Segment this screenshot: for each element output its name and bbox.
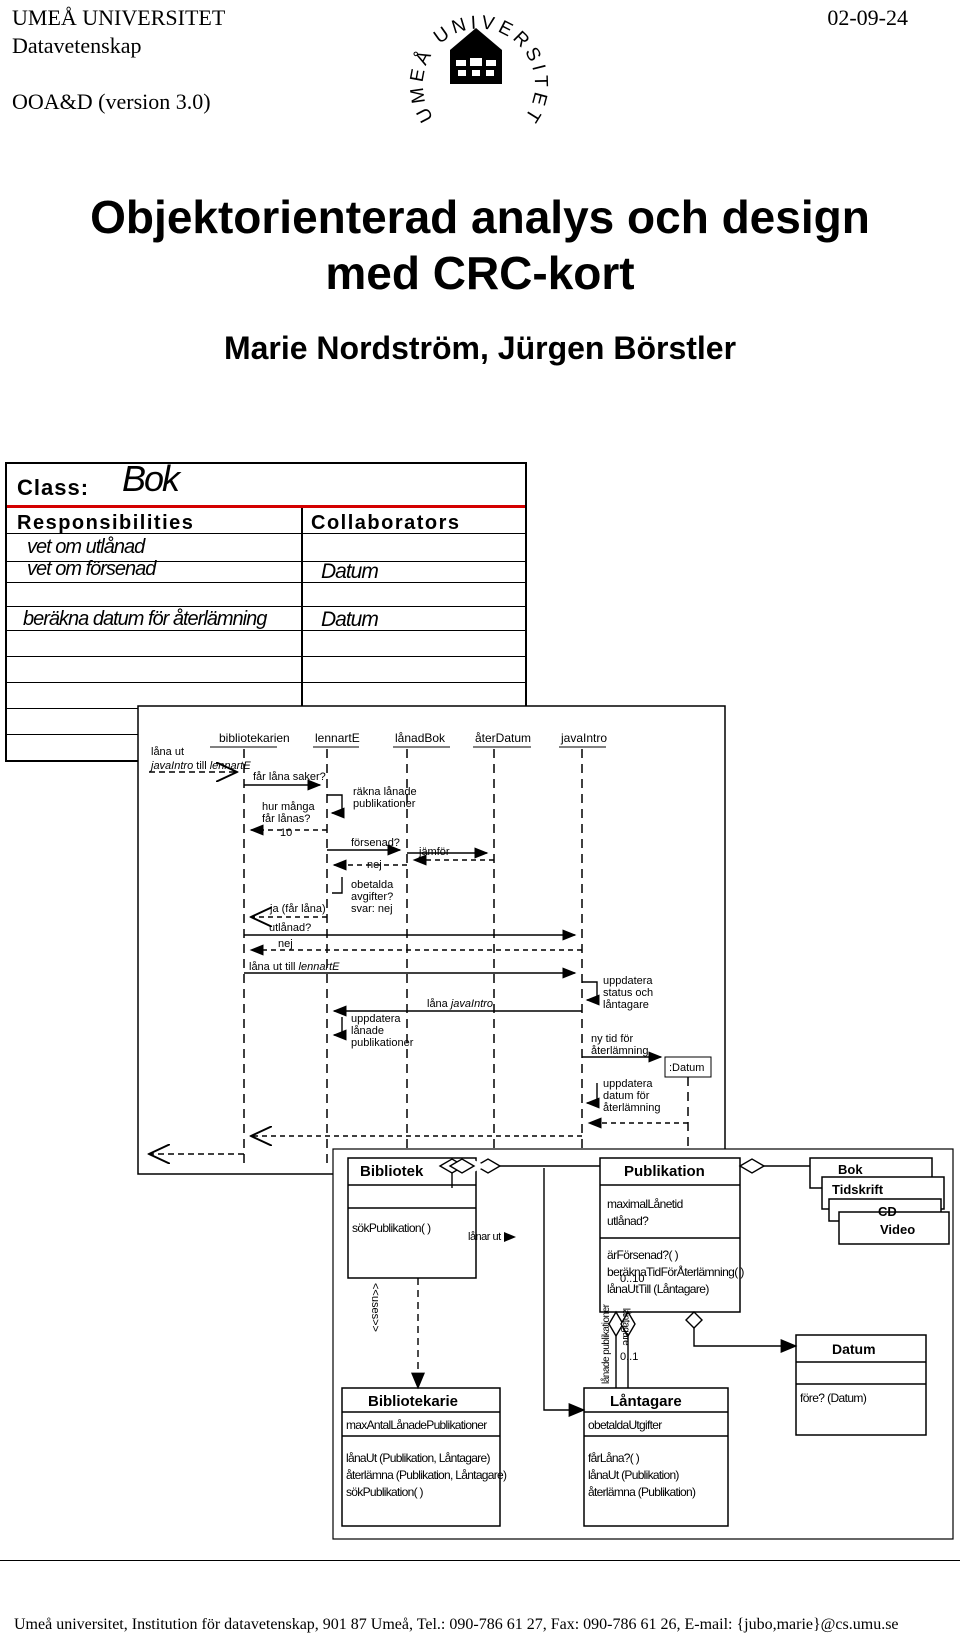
message-label: återlämning bbox=[603, 1102, 660, 1114]
crc-responsibility: vet om försenad bbox=[27, 558, 156, 580]
footer-rule bbox=[0, 1560, 960, 1561]
crc-responsibilities-header: Responsibilities bbox=[17, 512, 195, 534]
message-label: obetalda bbox=[351, 879, 394, 891]
svg-text:fårLåna?( ): fårLåna?( ) bbox=[588, 1451, 640, 1465]
crc-responsibility: beräkna datum för återlämning bbox=[23, 608, 267, 630]
message-label: uppdatera bbox=[603, 975, 653, 987]
title-line-2: med CRC-kort bbox=[325, 247, 635, 299]
footer-contact: Umeå universitet, Institution för datave… bbox=[14, 1616, 899, 1633]
crc-collaborator: Datum bbox=[321, 608, 379, 631]
message-label: utlånad? bbox=[269, 922, 311, 934]
message-label: datum för bbox=[603, 1090, 650, 1102]
svg-text:lånaUtTill (Låntagare): lånaUtTill (Låntagare) bbox=[607, 1282, 709, 1296]
crc-header-rule bbox=[7, 505, 525, 508]
svg-text:maxAntalLånadePublikationer: maxAntalLånadePublikationer bbox=[346, 1418, 487, 1432]
message-label: ja (får låna) bbox=[269, 903, 326, 915]
message-label: status och bbox=[603, 987, 653, 999]
svg-text:Publikation: Publikation bbox=[624, 1163, 705, 1180]
message-label: får låna saker? bbox=[253, 771, 326, 783]
message-label: lånade bbox=[351, 1025, 384, 1037]
document-date: 02-09-24 bbox=[827, 5, 908, 30]
message-label: avgifter? bbox=[351, 891, 393, 903]
datum-object-label: :Datum bbox=[669, 1062, 704, 1074]
message-label: återlämning bbox=[591, 1045, 648, 1057]
svg-text:återlämna (Publikation): återlämna (Publikation) bbox=[588, 1485, 696, 1499]
message-label: jämför bbox=[418, 846, 450, 858]
class-bibliotekarie: Bibliotekarie maxAntalLånadePublikatione… bbox=[341, 1387, 508, 1527]
message-label: svar: nej bbox=[351, 903, 393, 915]
svg-text:Bibliotekarie: Bibliotekarie bbox=[368, 1393, 458, 1410]
course-name: OOA&D (version 3.0) bbox=[12, 89, 211, 114]
svg-text:ärFörsenad?( ): ärFörsenad?( ) bbox=[607, 1248, 679, 1262]
trigger-label: javaIntro till lennartE bbox=[149, 760, 251, 772]
message-label: räkna lånade bbox=[353, 786, 417, 798]
lifeline-label: bibliotekarien bbox=[219, 731, 290, 745]
svg-text:Bibliotek: Bibliotek bbox=[360, 1163, 424, 1180]
role-label: låntagare bbox=[620, 1308, 632, 1346]
crc-collaborators-header: Collaborators bbox=[311, 512, 461, 534]
message-label: låntagare bbox=[603, 999, 649, 1011]
lifeline-label: lennartE bbox=[315, 731, 360, 745]
svg-text:lånaUt (Publikation, Låntagare: lånaUt (Publikation, Låntagare) bbox=[346, 1451, 490, 1465]
class-bibliotek: Bibliotek sökPublikation( ) bbox=[347, 1157, 477, 1279]
message-label: uppdatera bbox=[603, 1078, 653, 1090]
crc-column-divider bbox=[301, 508, 303, 760]
svg-text:sökPublikation( ): sökPublikation( ) bbox=[346, 1485, 424, 1499]
message-label: hur många bbox=[262, 801, 315, 813]
message-label: publikationer bbox=[353, 798, 416, 810]
crc-collaborator: Datum bbox=[321, 560, 379, 583]
message-label: försenad? bbox=[351, 837, 400, 849]
subclass-name: Tidskrift bbox=[832, 1182, 884, 1197]
svg-text:Datum: Datum bbox=[832, 1341, 876, 1357]
message-label: nej bbox=[367, 859, 382, 871]
message-label: nej bbox=[278, 938, 293, 950]
university-seal: UMEÅ UNIVERSITET bbox=[406, 12, 547, 129]
crc-class-label: Class: bbox=[17, 475, 90, 500]
class-diagram: Bibliotek sökPublikation( ) Publikation … bbox=[332, 1148, 954, 1540]
university-name: UMEÅ UNIVERSITET bbox=[12, 5, 226, 30]
subclass-name: Video bbox=[880, 1222, 915, 1237]
svg-text:Låntagare: Låntagare bbox=[610, 1393, 682, 1410]
lifeline-label: återDatum bbox=[475, 731, 531, 745]
svg-text:sökPublikation( ): sökPublikation( ) bbox=[352, 1221, 431, 1235]
svg-text:återlämna (Publikation, Låntag: återlämna (Publikation, Låntagare) bbox=[346, 1468, 507, 1482]
svg-text:före? (Datum): före? (Datum) bbox=[800, 1391, 867, 1405]
seal-building-icon bbox=[450, 28, 502, 84]
svg-text:beräknaTidFörÅterlämning( ): beräknaTidFörÅterlämning( ) bbox=[607, 1264, 744, 1279]
trigger-label: låna ut bbox=[151, 746, 184, 758]
direction-arrow-icon bbox=[504, 1232, 516, 1242]
lifeline-label: lånadBok bbox=[395, 731, 446, 745]
authors: Marie Nordström, Jürgen Börstler bbox=[223, 330, 737, 366]
message-label: ny tid för bbox=[591, 1033, 634, 1045]
svg-text:obetaldaUtgifter: obetaldaUtgifter bbox=[588, 1418, 662, 1432]
message-label: uppdatera bbox=[351, 1013, 401, 1025]
message-label: låna ut till lennartE bbox=[249, 961, 340, 973]
lifeline-label: javaIntro bbox=[560, 731, 607, 745]
subclass-name: Bok bbox=[838, 1162, 863, 1177]
svg-text:lånaUt (Publikation): lånaUt (Publikation) bbox=[588, 1468, 679, 1482]
sequence-diagram: bibliotekarien lennartE lånadBok återDat… bbox=[137, 705, 726, 1175]
svg-text:maximalLånetid: maximalLånetid bbox=[607, 1197, 683, 1211]
aggregation-line bbox=[543, 1168, 586, 1417]
message-label: 10 bbox=[280, 827, 292, 839]
uses-label: <<uses>> bbox=[369, 1283, 381, 1332]
class-datum: Datum före? (Datum) bbox=[795, 1334, 927, 1436]
class-publikation: Publikation maximalLånetid utlånad? ärFö… bbox=[599, 1157, 745, 1313]
association-label: lånar ut bbox=[468, 1231, 501, 1243]
department-name: Datavetenskap bbox=[12, 33, 142, 58]
role-label: lånade publikationer bbox=[600, 1303, 612, 1384]
svg-text:utlånad?: utlånad? bbox=[607, 1214, 649, 1228]
message-label: får lånas? bbox=[262, 813, 310, 825]
title-line-1: Objektorienterad analys och design bbox=[90, 191, 870, 243]
message-label: publikationer bbox=[351, 1037, 414, 1049]
multiplicity-label: 0..10 bbox=[620, 1273, 644, 1285]
message-label: låna javaIntro bbox=[427, 998, 493, 1010]
class-lantagare: Låntagare obetaldaUtgifter fårLåna?( ) l… bbox=[583, 1387, 729, 1527]
crc-responsibility: vet om utlånad bbox=[27, 536, 145, 558]
crc-class-name: Bok bbox=[122, 458, 180, 499]
subclass-name: CD bbox=[878, 1204, 897, 1219]
multiplicity-label: 0..1 bbox=[620, 1351, 638, 1363]
class-subclasses: Bok Tidskrift CD Video bbox=[809, 1157, 950, 1245]
